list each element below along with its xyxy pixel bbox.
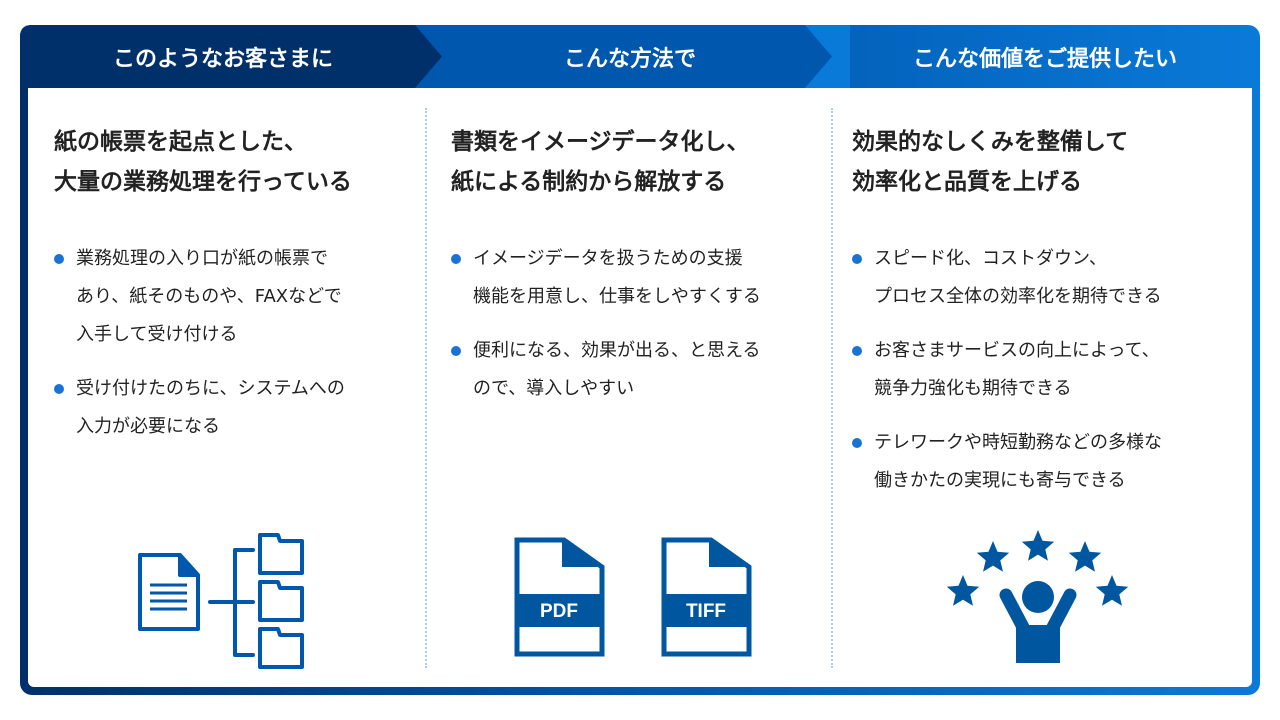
header-step-3: こんな価値をご提供したい (912, 46, 1177, 72)
header-step-1: このようなお客さまに (112, 46, 333, 72)
bullet-item: 業務処理の入り口が紙の帳票であり、紙そのものや、FAXなどで入手して受け付ける (54, 240, 352, 354)
star-icon (1068, 541, 1102, 572)
bullet-item: 受け付けたのちに、システムへの入力が必要になる (54, 370, 352, 446)
bullet-item: スピード化、コストダウン、プロセス全体の効率化を期待できる (852, 240, 1162, 316)
document-to-folders-icon (138, 533, 304, 669)
bullet-item: イメージデータを扱うための支援機能を用意し、仕事をしやすくする (451, 240, 761, 316)
svg-text:TIFF: TIFF (686, 601, 726, 622)
column-title: 書類をイメージデータ化し、紙による制約から解放する (451, 129, 750, 195)
divider (831, 108, 833, 668)
pdf-file-icon: PDF (514, 537, 605, 657)
star-icon (946, 575, 980, 606)
header-step-2: こんな方法で (563, 46, 696, 72)
file-format-icons: PDF TIFF (514, 537, 752, 657)
bullet-item: 便利になる、効果が出る、と思えるので、導入しやすい (451, 332, 761, 408)
bullet-item: お客さまサービスの向上によって、競争力強化も期待できる (852, 332, 1162, 408)
divider (425, 108, 427, 668)
star-icon (1095, 575, 1129, 606)
column-title: 紙の帳票を起点とした、大量の業務処理を行っている (54, 129, 352, 195)
star-icon (976, 541, 1010, 572)
star-icon (1021, 530, 1055, 561)
svg-text:PDF: PDF (540, 601, 578, 622)
column-value: 効果的なしくみを整備して効率化と品質を上げる スピード化、コストダウン、プロセス… (852, 122, 1162, 516)
bullet-item: テレワークや時短勤務などの多様な働きかたの実現にも寄与できる (852, 424, 1162, 500)
column-title: 効果的なしくみを整備して効率化と品質を上げる (852, 129, 1129, 195)
header-arrows (20, 25, 850, 88)
column-customers: 紙の帳票を起点とした、大量の業務処理を行っている 業務処理の入り口が紙の帳票であ… (54, 122, 352, 462)
person-with-stars-icon (946, 530, 1129, 663)
tiff-file-icon: TIFF (661, 537, 752, 657)
column-method: 書類をイメージデータ化し、紙による制約から解放する イメージデータを扱うための支… (451, 122, 761, 424)
